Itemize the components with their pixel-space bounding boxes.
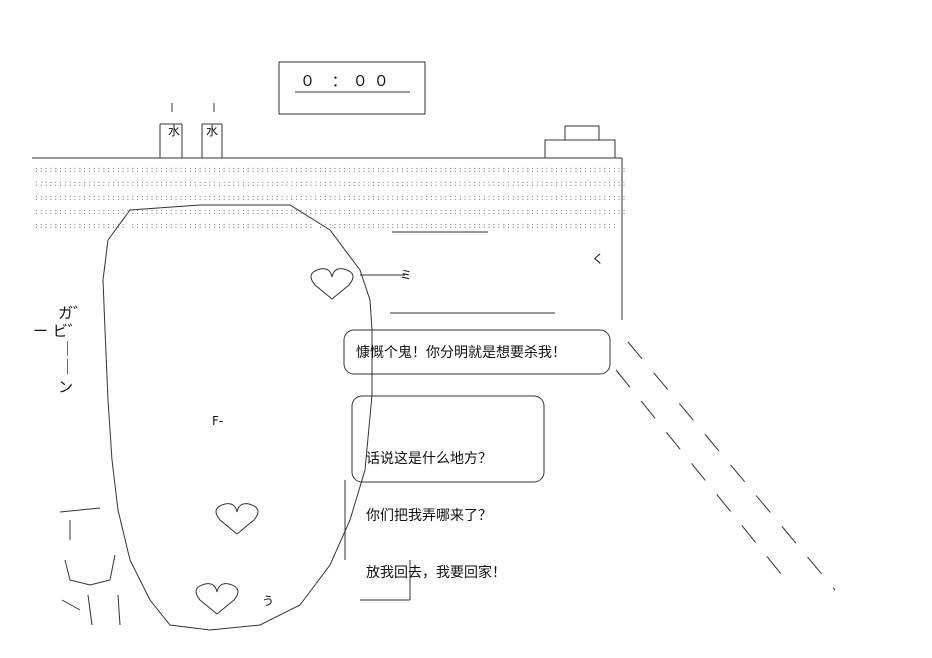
- glyph-u: う: [262, 594, 275, 608]
- speech-text-1: 慷慨个鬼！你分明就是想要杀我！: [356, 345, 566, 361]
- svg-text:::::::::::::::::::: ::::::::::: ::::::::::::::::::: ::::::::::::::::::::…: [34, 221, 617, 230]
- speech-bubble-2: [351, 395, 545, 483]
- speech-text-2-line-2: 你们把我弄哪来了？: [366, 508, 492, 524]
- hanging-tag-left: 水: [168, 124, 181, 138]
- sfx-line-1: ガ゛: [58, 304, 89, 322]
- laser-beam-upper: [627, 341, 836, 591]
- laser-beam-lower: [615, 369, 791, 586]
- glyph-f: F-: [212, 414, 224, 428]
- sfx-line-3: ｜: [60, 340, 76, 358]
- sfx-line-5: ン: [58, 378, 74, 396]
- speech-text-2: 话说这是什么地方？ 你们把我弄哪来了？ 放我回去，我要回家！: [366, 412, 506, 602]
- speech-bubble-1: [343, 329, 611, 375]
- character-outline: [102, 204, 373, 631]
- sfx-line-4: ｜: [60, 358, 76, 376]
- glyph-mi: ミ: [400, 268, 413, 282]
- clock-display: ０ ：００: [300, 72, 395, 90]
- speech-text-2-line-1: 话说这是什么地方？: [366, 451, 492, 467]
- sfx-line-2: ー ビ゛: [33, 322, 83, 340]
- svg-text:::::::::::::::::::::::::::::::: ::::::::::::::::::::::::::::::::::::::::…: [34, 165, 626, 174]
- glyph-ku: く: [592, 252, 605, 266]
- svg-text:::::::::::::::::::::::::::::::: ::::::::::::::::::::::::::::::::::::::::…: [34, 193, 626, 202]
- speech-text-2-line-3: 放我回去，我要回家！: [366, 565, 506, 581]
- svg-text:::::::::::::::::::::::::::::::: ::::::::::::::::::::::::::::::::::::::::…: [34, 207, 626, 216]
- svg-text:::::::::::::::::::::::::::::::: ::::::::::::::::::::::::::::::::::::::::…: [34, 179, 626, 188]
- clock-frame: [278, 61, 426, 115]
- hanging-tag-right: 水: [206, 124, 219, 138]
